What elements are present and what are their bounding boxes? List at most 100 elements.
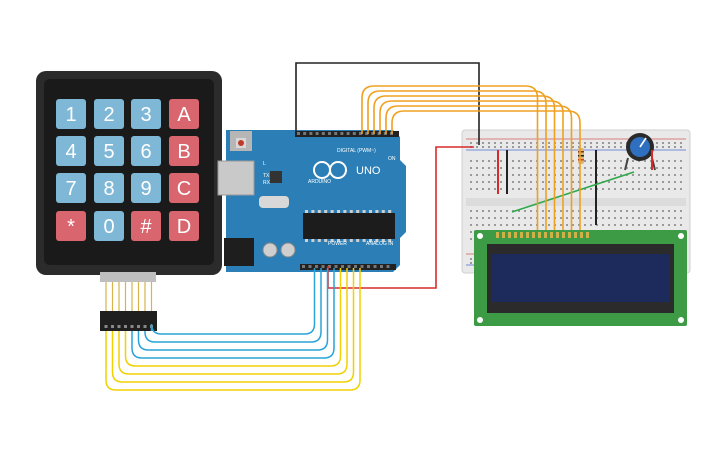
lcd-screen (491, 254, 670, 302)
breadboard-hole (542, 210, 544, 212)
arduino-logo: UNO ARDUINO (308, 161, 381, 185)
wire-orange-lcd[interactable] (361, 85, 539, 230)
keypad-key[interactable]: A (169, 99, 199, 129)
breadboard-hole (590, 146, 592, 148)
keypad-key[interactable]: 3 (131, 99, 161, 129)
chip-pin (337, 239, 340, 242)
breadboard-hole (542, 181, 544, 183)
keypad-key[interactable]: 7 (56, 173, 86, 203)
digital-pin (371, 132, 375, 135)
keypad-key-face (131, 211, 161, 241)
breadboard-hole (542, 160, 544, 162)
breadboard-hole (548, 167, 550, 169)
breadboard-hole (500, 174, 502, 176)
keypad-key-face (56, 99, 86, 129)
wire-orange-lcd[interactable] (367, 90, 547, 230)
rx-label: RX (263, 180, 271, 186)
breadboard-hole (632, 224, 634, 226)
wire-orange-lcd[interactable] (391, 110, 581, 230)
chip-pin (375, 239, 379, 242)
breadboard-hole (500, 160, 502, 162)
wire-blue-keypad[interactable] (150, 268, 316, 335)
breadboard-hole (476, 167, 478, 169)
power-analog-pin (360, 265, 364, 268)
breadboard-hole (620, 142, 622, 144)
keypad-key[interactable]: # (131, 211, 161, 241)
wire-black-gnd[interactable] (295, 62, 480, 145)
breadboard-hole (632, 160, 634, 162)
keypad-key[interactable]: 1 (56, 99, 86, 129)
breadboard-hole (494, 217, 496, 219)
arduino-uno[interactable]: UNO ARDUINO DIGITAL (PWM~) POWER ANALOG … (217, 130, 406, 272)
breadboard-hole (572, 217, 574, 219)
power-analog-pin (354, 265, 357, 268)
connector-pin (124, 325, 127, 328)
power-jack (224, 238, 254, 266)
breadboard-hole (638, 174, 640, 176)
keypad-key[interactable]: * (56, 211, 86, 241)
keypad-key[interactable]: 0 (94, 211, 124, 241)
keypad-ribbon-lines (105, 282, 153, 311)
usb-jack (217, 160, 255, 196)
digital-pin (303, 132, 307, 135)
wire-orange-lcd[interactable] (385, 105, 573, 230)
wire-orange-lcd[interactable] (373, 95, 556, 230)
breadboard-hole (662, 181, 664, 183)
lcd-pin (532, 232, 535, 238)
breadboard-hole (656, 167, 658, 169)
keypad-key-label: 8 (103, 178, 114, 200)
keypad-key[interactable]: 4 (56, 136, 86, 166)
keypad-key[interactable]: 6 (131, 136, 161, 166)
wire-yellow-keypad[interactable] (124, 268, 342, 367)
keypad-key[interactable]: 9 (131, 173, 161, 203)
connector-pin (104, 325, 108, 328)
keypad-key[interactable]: 2 (94, 99, 124, 129)
wire-blue-keypad[interactable] (131, 268, 335, 359)
breadboard-hole (488, 160, 490, 162)
breadboard-hole (512, 146, 514, 148)
breadboard-hole (470, 160, 472, 162)
wire-yellow-keypad[interactable] (111, 268, 355, 383)
keypad-key[interactable]: C (169, 173, 199, 203)
wire-yellow-keypad[interactable] (105, 268, 361, 391)
brand-text: ARDUINO (308, 179, 331, 185)
breadboard-hole (566, 146, 568, 148)
breadboard-hole (620, 167, 622, 169)
chip-pin (330, 210, 334, 213)
wire-green-contrast[interactable] (511, 171, 635, 213)
keypad-key[interactable]: B (169, 136, 199, 166)
breadboard-hole (662, 142, 664, 144)
breadboard-hole (470, 142, 472, 144)
breadboard-hole (566, 160, 568, 162)
breadboard-hole (482, 146, 484, 148)
digital-pin (328, 132, 331, 135)
chip-pin (381, 239, 385, 242)
wire-yellow-keypad[interactable] (118, 268, 348, 375)
breadboard-hole (680, 210, 682, 212)
reset-button[interactable] (238, 140, 244, 146)
breadboard-hole (500, 188, 502, 190)
breadboard-hole (524, 188, 526, 190)
breadboard-hole (608, 217, 610, 219)
keypad-key[interactable]: 5 (94, 136, 124, 166)
resistor[interactable] (578, 148, 584, 164)
l-label: L (263, 161, 266, 167)
breadboard-hole (596, 146, 598, 148)
breadboard-hole (488, 181, 490, 183)
breadboard-hole (638, 224, 640, 226)
lcd-module[interactable] (474, 230, 687, 326)
breadboard-hole (650, 174, 652, 176)
wire-blue-keypad[interactable] (137, 268, 329, 351)
breadboard-hole (470, 217, 472, 219)
breadboard-hole (620, 160, 622, 162)
breadboard-hole (584, 224, 586, 226)
chip-pin (324, 210, 328, 213)
wire-orange-lcd[interactable] (379, 100, 564, 230)
keypad-key-face (94, 99, 124, 129)
keypad-key[interactable]: D (169, 211, 199, 241)
keypad-key[interactable]: 8 (94, 173, 124, 203)
breadboard-hole (632, 174, 634, 176)
wire-blue-keypad[interactable] (144, 268, 322, 343)
